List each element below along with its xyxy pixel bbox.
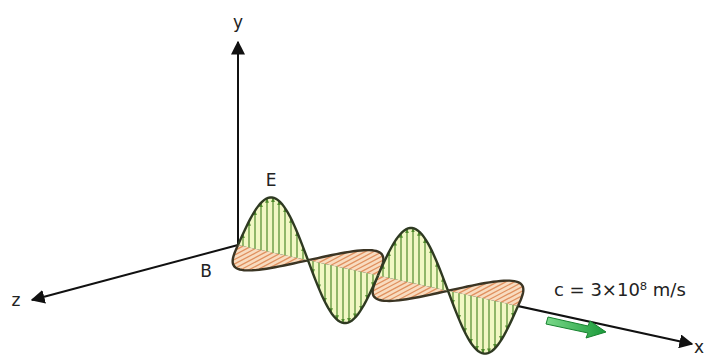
e-arrow: [290, 219, 291, 257]
b-hatch: [489, 283, 520, 299]
e-lobe: [308, 260, 378, 323]
e-arrow: [506, 304, 507, 330]
e-arrow: [284, 208, 285, 255]
e-arrow: [360, 272, 361, 310]
e-outline: [308, 260, 378, 323]
e-arrow: [330, 265, 331, 312]
e-arrow: [488, 300, 489, 353]
e-outline: [448, 291, 518, 354]
e-arrow: [354, 271, 355, 318]
waves: [233, 197, 524, 353]
axis-label: y: [233, 14, 243, 31]
e-arrow: [406, 229, 407, 282]
e-lobe: [378, 228, 448, 291]
axis-label: z: [12, 292, 21, 309]
axis-label: x: [694, 339, 704, 356]
e-arrow: [348, 269, 349, 322]
field-label: B: [200, 263, 212, 280]
e-arrow: [418, 231, 419, 284]
e-arrow: [266, 198, 267, 251]
e-arrow: [494, 301, 495, 348]
b-hatch: [236, 251, 267, 267]
e-arrow: [324, 264, 325, 302]
b-hatch: [349, 253, 380, 269]
z-axis: [32, 245, 238, 300]
e-arrow: [278, 201, 279, 254]
e-arrow: [430, 249, 431, 287]
e-arrow: [424, 239, 425, 286]
e-arrow: [482, 298, 483, 353]
speed-label: c = 3×10⁸ m/s: [554, 281, 686, 299]
e-arrow: [400, 233, 401, 280]
e-arrow: [394, 241, 395, 279]
b-hatch: [483, 281, 515, 298]
y-axis: [237, 42, 239, 245]
e-arrow: [260, 203, 261, 250]
field-label: E: [266, 172, 277, 189]
e-lobe-fill: [238, 197, 308, 260]
e-outline: [238, 197, 308, 260]
e-lobe: [238, 197, 308, 260]
axes: [32, 42, 692, 344]
e-arrow: [366, 273, 367, 299]
e-arrow: [342, 268, 343, 323]
e-lobe: [448, 291, 518, 354]
e-outline: [378, 228, 448, 291]
e-arrow: [412, 228, 413, 283]
b-hatch: [241, 253, 273, 270]
direction-arrow: [546, 317, 606, 338]
e-arrow: [464, 295, 465, 333]
e-arrow: [476, 297, 477, 350]
b-hatch: [343, 251, 375, 268]
e-arrow: [254, 211, 255, 249]
b-hatch: [381, 283, 413, 300]
e-lobe-fill: [448, 291, 518, 354]
e-arrow: [336, 267, 337, 320]
e-arrow: [500, 302, 501, 340]
e-lobe-fill: [308, 260, 378, 323]
e-lobe-fill: [378, 228, 448, 291]
e-arrow: [248, 221, 249, 247]
e-arrow: [470, 296, 471, 343]
e-arrow: [388, 252, 389, 278]
b-hatch: [376, 282, 407, 298]
e-arrow: [272, 198, 273, 253]
